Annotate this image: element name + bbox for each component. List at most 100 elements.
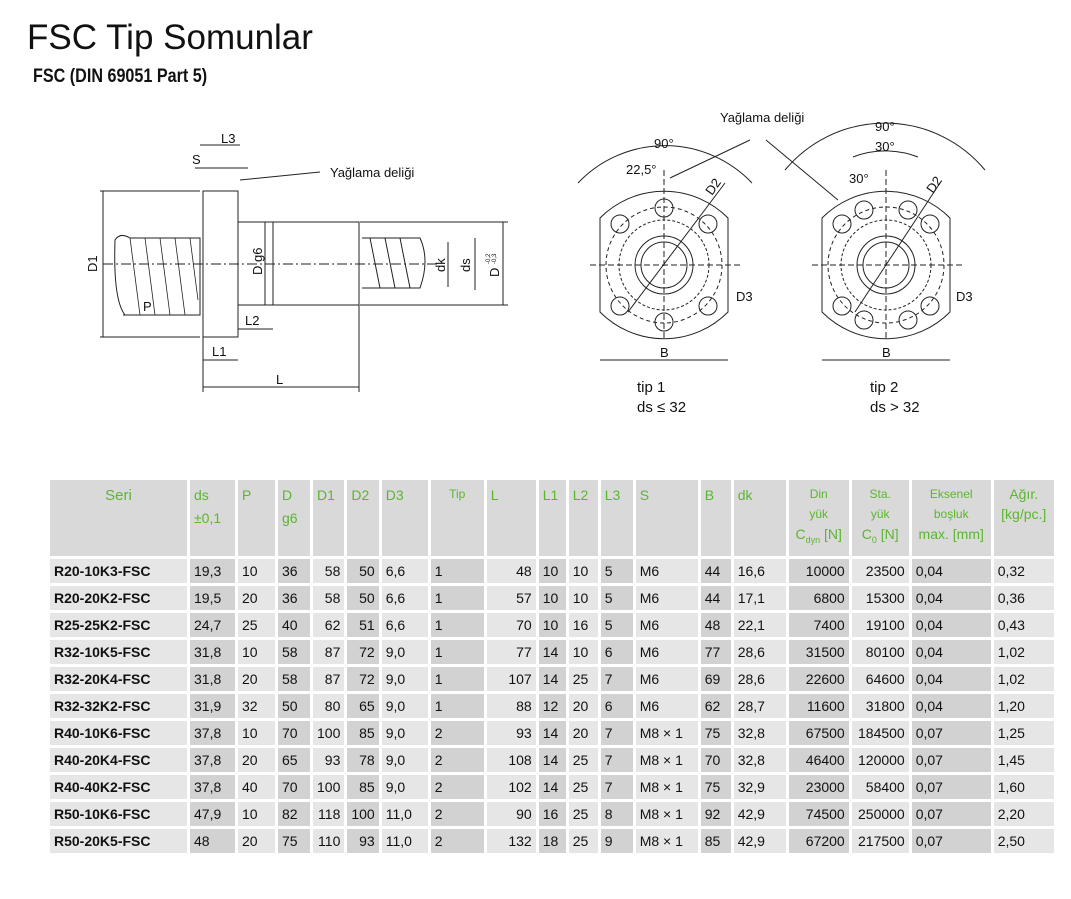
col-static-load-l2: yük xyxy=(870,507,890,521)
cell-dk: 42,9 xyxy=(733,829,786,853)
cell-S: M8 × 1 xyxy=(635,829,698,853)
cell-L: 48 xyxy=(486,559,536,583)
cell-L: 107 xyxy=(486,667,536,691)
cell-dyn-load: 74500 xyxy=(788,802,849,826)
cell-D1: 100 xyxy=(313,775,345,799)
cell-static-load: 217500 xyxy=(851,829,909,853)
cell-L2: 25 xyxy=(568,667,598,691)
cell-dyn-load: 67500 xyxy=(788,721,849,745)
dim-ds: ds xyxy=(458,258,473,272)
cell-dyn-load: 23000 xyxy=(788,775,849,799)
cell-ds: 31,8 xyxy=(190,640,235,664)
col-axial-play-l2: boşluk xyxy=(933,507,969,521)
cell-D2: 100 xyxy=(347,802,379,826)
tip2-condition: ds > 32 xyxy=(870,399,920,416)
cell-tip: 2 xyxy=(430,802,484,826)
cell-dk: 28,6 xyxy=(733,640,786,664)
cell-dyn-load: 67200 xyxy=(788,829,849,853)
cell-P: 20 xyxy=(238,748,275,772)
cell-L1: 14 xyxy=(538,640,566,664)
col-dyn-load-symbol: C xyxy=(795,526,806,542)
cell-D: 36 xyxy=(278,559,310,583)
cell-B: 92 xyxy=(700,802,731,826)
col-S: S xyxy=(635,480,698,556)
cell-weight: 1,02 xyxy=(993,667,1054,691)
cell-D: 75 xyxy=(278,829,310,853)
cell-tip: 1 xyxy=(430,640,484,664)
cell-S: M6 xyxy=(635,613,698,637)
col-tip: Tip xyxy=(430,480,484,556)
cell-axial-play: 0,04 xyxy=(911,559,991,583)
cell-static-load: 184500 xyxy=(851,721,909,745)
cell-B: 75 xyxy=(700,721,731,745)
technical-drawing: Yağlama deliği L3 S D1 D g6 dk ds D -0,2… xyxy=(85,110,986,416)
cell-ds: 31,9 xyxy=(190,694,235,718)
col-dyn-load-l2: yük xyxy=(809,507,829,521)
cell-L3: 6 xyxy=(600,694,633,718)
cell-D2: 72 xyxy=(347,667,379,691)
cell-ds: 47,9 xyxy=(190,802,235,826)
front-view-tip2 xyxy=(765,122,986,361)
side-view xyxy=(100,144,508,392)
cell-L: 102 xyxy=(486,775,536,799)
tip2-D2: D2 xyxy=(923,173,945,195)
cell-D2: 93 xyxy=(347,829,379,853)
cell-D: 50 xyxy=(278,694,310,718)
cell-static-load: 64600 xyxy=(851,667,909,691)
cell-weight: 1,60 xyxy=(993,775,1054,799)
cell-L3: 5 xyxy=(600,613,633,637)
cell-D2: 85 xyxy=(347,775,379,799)
cell-D1: 62 xyxy=(313,613,345,637)
cell-static-load: 120000 xyxy=(851,748,909,772)
col-ds: ds±0,1 xyxy=(190,480,235,556)
cell-P: 32 xyxy=(238,694,275,718)
cell-dyn-load: 6800 xyxy=(788,586,849,610)
cell-L: 88 xyxy=(486,694,536,718)
cell-L3: 6 xyxy=(600,640,633,664)
cell-L2: 25 xyxy=(568,802,598,826)
cell-L3: 8 xyxy=(600,802,633,826)
dim-L3: L3 xyxy=(221,131,235,146)
cell-tip: 2 xyxy=(430,721,484,745)
cell-D3: 11,0 xyxy=(381,802,428,826)
cell-D2: 72 xyxy=(347,640,379,664)
cell-dk: 42,9 xyxy=(733,802,786,826)
col-L: L xyxy=(486,480,536,556)
col-weight-l1: Ağır. xyxy=(1009,486,1039,502)
col-D2: D2 xyxy=(347,480,379,556)
cell-seri: R32-20K4-FSC xyxy=(50,667,187,691)
cell-L2: 10 xyxy=(568,559,598,583)
cell-B: 85 xyxy=(700,829,731,853)
cell-static-load: 15300 xyxy=(851,586,909,610)
cell-P: 10 xyxy=(238,721,275,745)
cell-seri: R25-25K2-FSC xyxy=(50,613,187,637)
cell-D: 36 xyxy=(278,586,310,610)
cell-D2: 85 xyxy=(347,721,379,745)
cell-tip: 1 xyxy=(430,559,484,583)
cell-D3: 9,0 xyxy=(381,748,428,772)
col-D-label: D xyxy=(282,487,293,503)
col-static-load-l1: Sta. xyxy=(869,487,891,501)
cell-D1: 93 xyxy=(313,748,345,772)
cell-P: 10 xyxy=(238,802,275,826)
cell-axial-play: 0,04 xyxy=(911,640,991,664)
cell-seri: R32-10K5-FSC xyxy=(50,640,187,664)
tip1-condition: ds ≤ 32 xyxy=(637,399,686,416)
cell-D: 70 xyxy=(278,721,310,745)
cell-D3: 9,0 xyxy=(381,775,428,799)
tip1-angle-22-5: 22,5° xyxy=(626,162,657,177)
cell-dk: 17,1 xyxy=(733,586,786,610)
tip2-D3: D3 xyxy=(956,289,973,304)
cell-D3: 9,0 xyxy=(381,721,428,745)
cell-L: 132 xyxy=(486,829,536,853)
cell-D2: 65 xyxy=(347,694,379,718)
